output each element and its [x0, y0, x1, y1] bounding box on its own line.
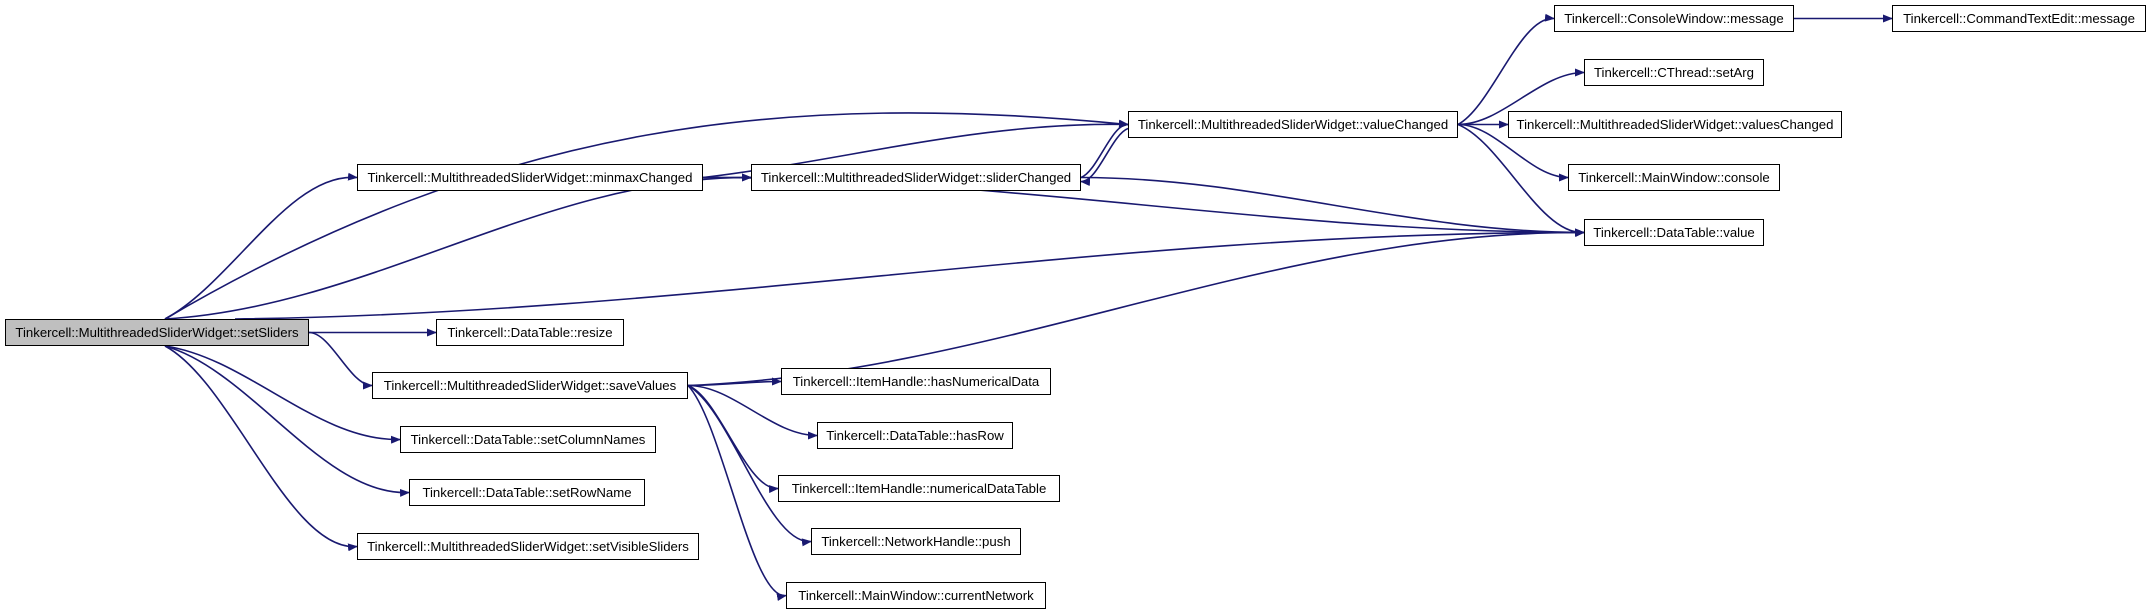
node-command-text-edit-message[interactable]: Tinkercell::CommandTextEdit::message [1892, 5, 2146, 32]
node-data-table-has-row[interactable]: Tinkercell::DataTable::hasRow [817, 422, 1013, 449]
edge-network-handle-push-from-save-values [687, 384, 812, 547]
node-set-row-name[interactable]: Tinkercell::DataTable::setRowName [409, 479, 645, 506]
node-console-window-message[interactable]: Tinkercell::ConsoleWindow::message [1554, 5, 1794, 32]
node-value-changed[interactable]: Tinkercell::MultithreadedSliderWidget::v… [1128, 111, 1458, 138]
edge-main-window-console-from-value-changed [1457, 123, 1569, 182]
edge-data-table-value-from-slider-changed [1080, 176, 1585, 237]
node-save-values[interactable]: Tinkercell::MultithreadedSliderWidget::s… [372, 372, 688, 399]
edge-set-visible-sliders-from-set-sliders [164, 345, 358, 552]
edge-data-table-value-from-set-sliders [234, 228, 1585, 320]
edge-minmax-changed-from-set-sliders [164, 172, 358, 320]
node-data-table-resize[interactable]: Tinkercell::DataTable::resize [436, 319, 624, 346]
edge-data-table-has-row-from-save-values [687, 384, 818, 440]
edge-data-table-value-from-save-values [687, 228, 1585, 387]
node-main-window-console[interactable]: Tinkercell::MainWindow::console [1568, 164, 1780, 191]
edge-numerical-data-table-from-save-values [687, 384, 779, 494]
node-has-numerical-data[interactable]: Tinkercell::ItemHandle::hasNumericalData [781, 368, 1051, 395]
node-data-table-value[interactable]: Tinkercell::DataTable::value [1584, 219, 1764, 246]
node-main-window-current-network[interactable]: Tinkercell::MainWindow::currentNetwork [786, 582, 1046, 609]
node-minmax-changed[interactable]: Tinkercell::MultithreadedSliderWidget::m… [357, 164, 703, 191]
edge-set-row-name-from-set-sliders [164, 345, 410, 497]
node-set-column-names[interactable]: Tinkercell::DataTable::setColumnNames [400, 426, 656, 453]
edge-data-table-value-from-value-changed [1457, 123, 1585, 238]
edge-slider-changed-from-set-sliders [164, 173, 752, 320]
edge-has-numerical-data-from-save-values [687, 377, 782, 387]
edge-value-changed-from-set-sliders [164, 112, 1129, 320]
node-numerical-data-table[interactable]: Tinkercell::ItemHandle::numericalDataTab… [778, 475, 1060, 502]
edge-cthread-set-arg-from-value-changed [1457, 68, 1585, 126]
node-cthread-set-arg[interactable]: Tinkercell::CThread::setArg [1584, 59, 1764, 86]
node-slider-changed[interactable]: Tinkercell::MultithreadedSliderWidget::s… [751, 164, 1081, 191]
edge-slider-changed-from-value-changed [1080, 127, 1129, 187]
edge-main-window-current-network-from-save-values [687, 384, 787, 601]
node-network-handle-push[interactable]: Tinkercell::NetworkHandle::push [811, 528, 1021, 555]
node-set-sliders[interactable]: Tinkercell::MultithreadedSliderWidget::s… [5, 319, 309, 346]
edge-console-window-message-from-value-changed [1457, 13, 1555, 126]
edge-value-changed-from-slider-changed [1080, 119, 1129, 179]
node-values-changed[interactable]: Tinkercell::MultithreadedSliderWidget::v… [1508, 111, 1842, 138]
edge-set-column-names-from-set-sliders [164, 345, 401, 444]
node-set-visible-sliders[interactable]: Tinkercell::MultithreadedSliderWidget::s… [357, 533, 699, 560]
edge-save-values-from-set-sliders [308, 331, 373, 390]
